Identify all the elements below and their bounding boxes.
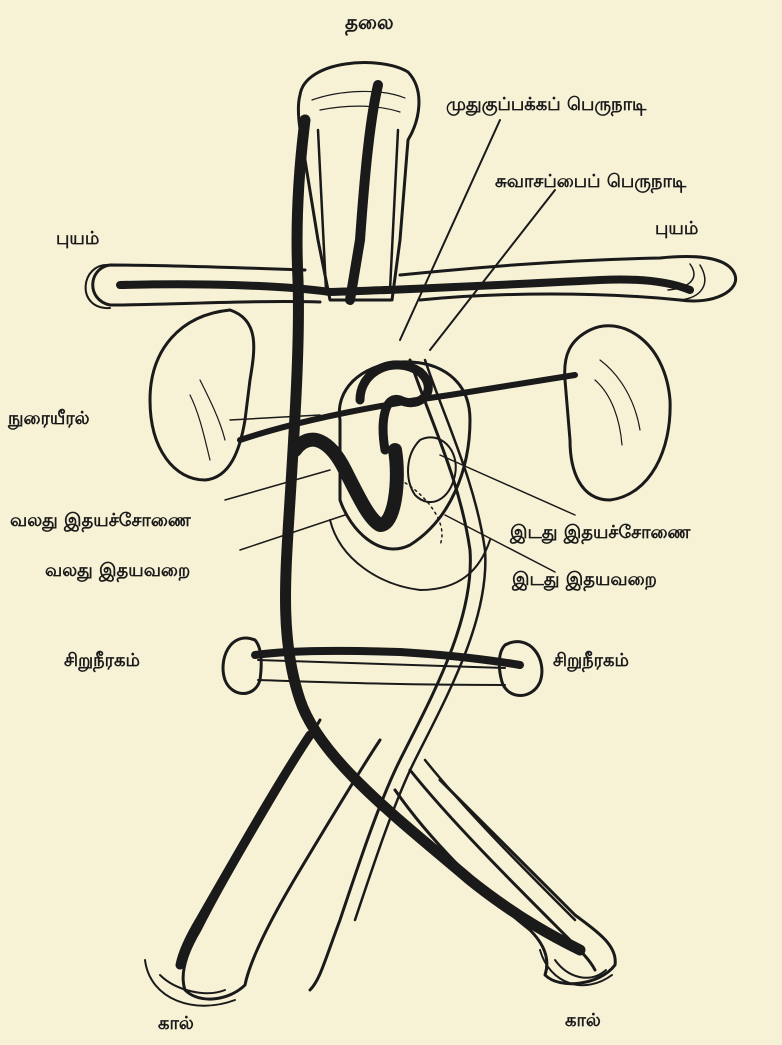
label-left-auricle: இடது இதயச்சோணை: [510, 524, 690, 542]
head-vein: [350, 85, 378, 300]
label-left-ventricle: இடது இதயவறை: [512, 571, 657, 589]
label-right-auricle: வலது இதயச்சோணை: [10, 512, 191, 530]
label-dorsal-aorta: முதுகுப்பக்கப் பெருநாடி: [446, 96, 646, 114]
label-leg-right: கால்: [565, 1012, 601, 1030]
lung-right-lines: [595, 360, 640, 445]
leader-right-auricle: [225, 470, 330, 500]
lung-left: [150, 310, 254, 480]
label-right-ventricle: வலது இதயவறை: [45, 562, 190, 580]
head-texture: [312, 91, 405, 112]
lung-left-lines: [190, 380, 225, 460]
label-kidney-left: சிறுநீரகம்: [64, 652, 140, 670]
lung-right: [565, 326, 670, 500]
label-head: தலை: [345, 12, 394, 32]
label-pulmonary-aorta: சுவாசப்பைப் பெருநாடி: [495, 173, 686, 191]
leg-left: [183, 720, 380, 999]
leader-dorsal-aorta: [400, 120, 500, 340]
label-arm-right: புயம்: [655, 220, 698, 238]
label-arm-left: புயம்: [56, 230, 99, 248]
label-lung: நுரையீரல்: [8, 410, 90, 428]
label-kidney-right: சிறுநீரகம்: [553, 652, 629, 670]
label-leg-left: கால்: [158, 1015, 194, 1033]
kidney-left: [223, 638, 261, 693]
arm-vein: [120, 279, 690, 292]
